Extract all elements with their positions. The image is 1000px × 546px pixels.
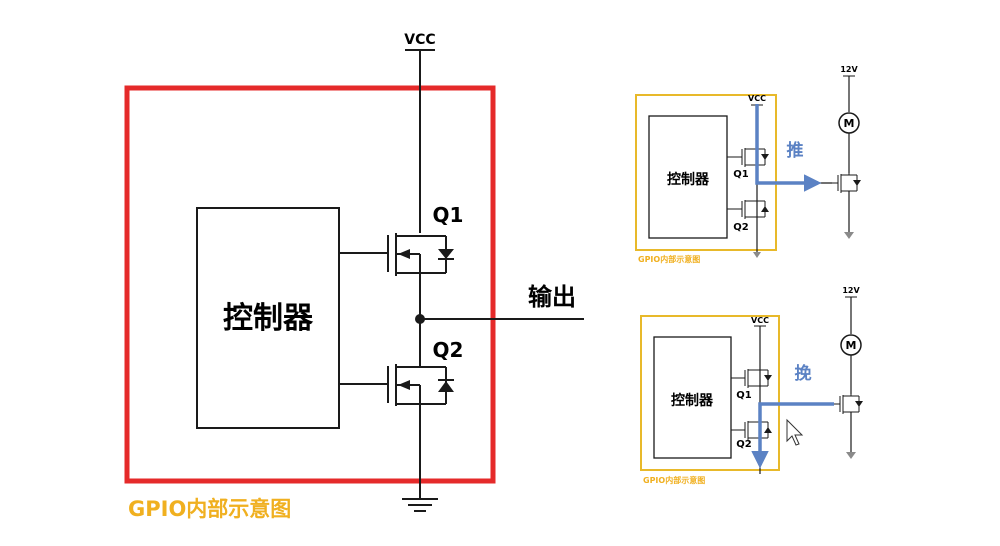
push-motor-ground-icon [844,232,854,239]
pull-q2-diode-icon [764,427,772,433]
push-controller-box [648,115,728,239]
pull-motor-label: M [846,339,857,352]
main-gpio-diagram: VCC 控制器 Q1 输出 [124,32,584,521]
q1-label: Q1 [433,203,464,227]
ground-icon [402,498,438,512]
push-ground-icon [753,252,761,258]
push-q1-transistor [727,148,766,167]
q1-arrow-icon [398,249,410,259]
push-motor-label: M [844,117,855,130]
pull-motor-ground-icon [846,452,856,459]
push-q1-label: Q1 [733,169,749,180]
push-panel-frame [635,94,777,251]
push-load-diode-icon [853,180,861,186]
mouse-cursor-icon [786,418,804,446]
push-q1-diode-icon [761,154,769,160]
pull-q2-label: Q2 [736,439,752,450]
pull-q1-diode-icon [764,375,772,381]
pull-load-diode-icon [855,401,863,407]
q1-transistor [339,233,454,276]
pull-panel-frame [640,315,780,471]
push-action-label: 推 [787,140,804,161]
pull-caption: GPIO内部示意图 [643,475,705,485]
pull-supply-label: 12V [842,286,860,295]
push-q2-diode-icon [761,206,769,212]
pull-q2-transistor [731,421,769,440]
push-caption: GPIO内部示意图 [638,254,700,264]
controller-box [196,207,340,429]
pull-q1-transistor [731,369,769,388]
pull-vcc-label: VCC [751,316,769,325]
pull-panel: 控制器 VCC Q1 Q2 [640,286,863,485]
push-current-path [755,104,822,192]
gpio-boundary-frame [124,85,496,484]
push-load-transistor [832,173,858,193]
push-panel: 控制器 VCC Q1 Q2 [635,65,861,264]
pull-controller-label: 控制器 [671,392,714,409]
push-q2-transistor [727,200,766,219]
main-caption: GPIO内部示意图 [128,497,291,521]
vcc-label: VCC [404,32,435,48]
pull-load-transistor [834,394,860,414]
push-controller-label: 控制器 [667,171,710,188]
controller-label: 控制器 [223,301,314,336]
pull-controller-box [653,336,732,459]
output-label: 输出 [528,283,576,311]
q2-transistor [339,364,454,406]
pull-action-label: 挽 [795,363,812,384]
push-vcc-label: VCC [748,94,766,103]
pull-q1-label: Q1 [736,390,752,401]
pull-current-path [751,402,834,469]
q2-arrow-icon [398,380,410,390]
q2-diode-icon [438,381,454,392]
push-supply-label: 12V [840,65,858,74]
q2-label: Q2 [433,338,464,362]
push-q2-label: Q2 [733,222,749,233]
q1-diode-icon [438,249,454,259]
